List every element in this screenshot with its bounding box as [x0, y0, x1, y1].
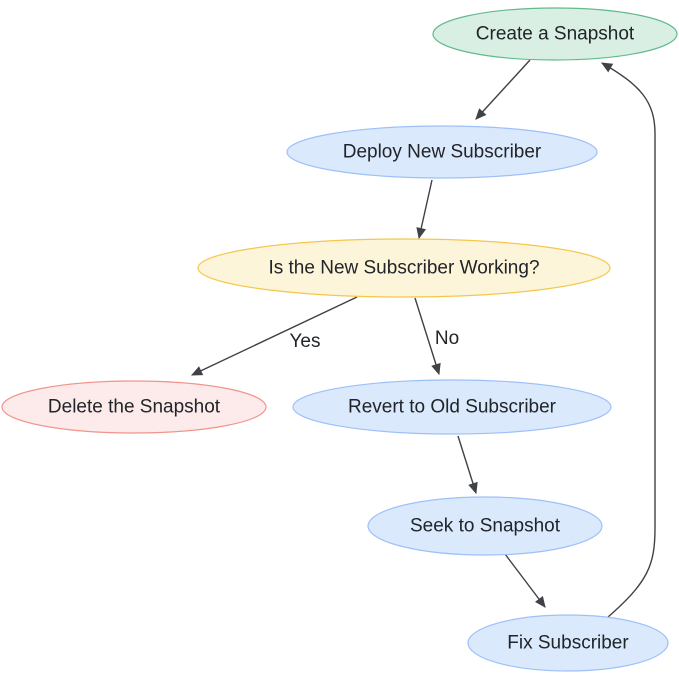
- node-shape-create-snapshot: [432, 7, 678, 61]
- node-revert-old-subscriber: Revert to Old Subscriber: [292, 379, 612, 435]
- node-fix-subscriber: Fix Subscriber: [467, 614, 669, 672]
- node-is-new-subscriber-working: Is the New Subscriber Working?: [197, 238, 611, 298]
- edge-seek-to-fix: [504, 553, 546, 608]
- node-shape-deploy-new-subscriber: [286, 125, 598, 179]
- edge-label-yes: Yes: [290, 331, 321, 352]
- node-shape-revert-old-subscriber: [292, 379, 612, 435]
- node-deploy-new-subscriber: Deploy New Subscriber: [286, 125, 598, 179]
- node-shape-fix-subscriber: [467, 614, 669, 672]
- edge-label-no: No: [435, 328, 459, 349]
- edge-working-to-revert: [414, 297, 441, 376]
- edge-deploy-to-working: [416, 179, 433, 240]
- node-shape-seek-snapshot: [367, 496, 603, 556]
- node-shape-is-new-subscriber-working: [197, 238, 611, 298]
- edge-create-to-deploy: [475, 59, 531, 120]
- edge-working-to-delete: [190, 296, 358, 376]
- node-seek-snapshot: Seek to Snapshot: [367, 496, 603, 556]
- edge-revert-to-seek: [457, 435, 478, 495]
- node-delete-snapshot: Delete the Snapshot: [1, 380, 267, 434]
- node-shape-delete-snapshot: [1, 380, 267, 434]
- edge-fix-to-create: [601, 62, 656, 618]
- node-create-snapshot: Create a Snapshot: [432, 7, 678, 61]
